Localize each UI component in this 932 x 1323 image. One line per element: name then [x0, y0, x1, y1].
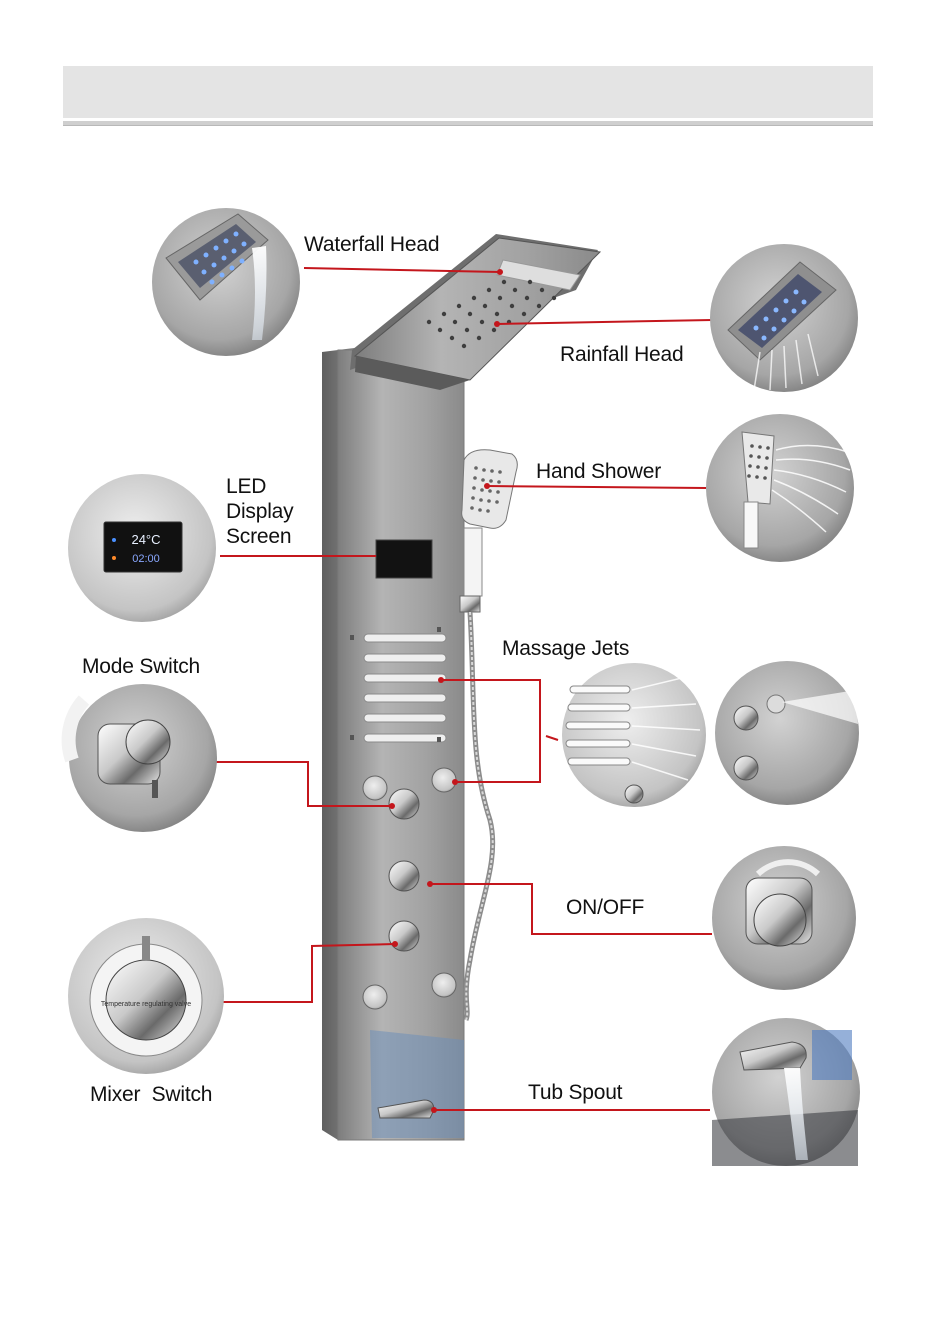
waterfall-head-photo	[152, 208, 300, 356]
led-time-readout: 02:00	[132, 553, 160, 565]
label-mode-switch: Mode Switch	[82, 654, 200, 679]
mixer-switch-photo: Temperature regulating valve	[68, 918, 224, 1074]
hand-shower-photo	[706, 414, 854, 562]
mode-switch-photo	[69, 684, 217, 832]
on-off-photo	[712, 846, 856, 990]
hand-shower	[460, 450, 517, 1020]
panel-led-screen	[376, 540, 432, 578]
label-massage-jets: Massage Jets	[502, 636, 629, 661]
label-on-off: ON/OFF	[566, 895, 644, 920]
label-rainfall-head: Rainfall Head	[560, 342, 683, 367]
label-waterfall-head: Waterfall Head	[304, 232, 439, 257]
mixer-knob-engraving: Temperature regulating valve	[101, 1001, 191, 1008]
shower-panel	[322, 347, 464, 1140]
label-mixer-switch: Mixer Switch	[90, 1082, 212, 1107]
rainfall-head-photo	[710, 244, 858, 392]
label-led-display-screen: LED Display Screen	[226, 474, 336, 549]
massage-jets-photo-left	[562, 663, 706, 807]
label-tub-spout: Tub Spout	[528, 1080, 622, 1105]
label-hand-shower: Hand Shower	[536, 459, 661, 484]
led-temperature-readout: 24°C	[131, 532, 160, 547]
tub-spout-photo	[712, 1018, 860, 1166]
led-display-photo: 24°C 02:00	[68, 474, 216, 622]
massage-jets-photo-right	[715, 661, 859, 805]
